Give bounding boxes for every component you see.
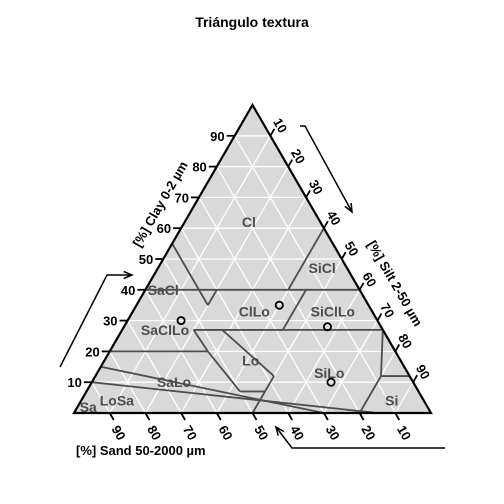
silt-tick-label: 30 [306,177,326,197]
chart-title: Triángulo textura [195,14,309,30]
silt-tick-label: 20 [288,146,308,166]
sand-tick-label: 40 [287,423,307,443]
silt-tick-mark [358,282,365,291]
clay-tick-label: 90 [210,129,224,144]
sand-tick-label: 30 [323,423,343,443]
class-boundary [287,227,325,291]
texture-class-label: Si [385,393,398,409]
clay-tick-label: 40 [121,283,135,298]
grid-line-sand [198,197,325,414]
sand-tick-label: 10 [394,423,414,443]
class-boundary [192,329,209,352]
silt-tick-mark [412,374,418,383]
sand-tick-mark [358,412,365,421]
texture-class-label: LoSa [100,393,134,409]
sample-point [176,316,186,326]
class-boundary [100,365,325,414]
sand-axis-title: [%] Sand 50-2000 µm [76,443,206,458]
texture-class-label: Cl [242,214,256,230]
clay-tick-label: 20 [85,344,99,359]
texture-class-label: Lo [242,353,259,369]
sand-tick-mark [108,412,115,421]
class-boundary [91,381,378,414]
silt-tick-label: 80 [395,331,415,351]
texture-class-label: SaClLo [141,322,189,338]
texture-class-label: Sa [80,399,97,415]
texture-class-label: SaLo [157,374,191,390]
sand-tick-label: 80 [144,423,164,443]
sand-tick-mark [394,412,401,421]
clay-tick-label: 10 [67,375,81,390]
silt-tick-mark [287,159,293,168]
sample-point [274,300,284,310]
sand-tick-label: 50 [251,423,271,443]
texture-class-label: SiCl [308,260,335,276]
clay-tick-label: 60 [157,221,171,236]
silt-tick-label: 70 [377,300,397,320]
clay-tick-label: 80 [192,160,206,175]
sample-point [326,377,336,387]
silt-tick-label: 90 [413,362,433,382]
sand-tick-mark [287,412,293,421]
grid-line-silt [180,197,307,414]
silt-tick-mark [376,313,383,322]
sand-tick-label: 60 [216,423,236,443]
silt-tick-mark [269,128,276,137]
grid-line-sand [126,320,182,414]
class-boundary [171,243,209,306]
class-boundary [207,350,241,393]
clay-tick-label: 70 [174,190,188,205]
texture-class-label: ClLo [239,303,270,319]
grid-line-silt [287,289,361,414]
grid-line-sand [109,351,146,414]
clay-direction-arrow [59,274,132,368]
class-boundary [221,329,275,377]
sand-tick-mark [144,412,151,421]
class-boundary [207,289,218,306]
clay-direction-arrow-head [123,270,134,280]
texture-class-label: SiClLo [311,303,355,319]
silt-direction-arrow [300,125,353,213]
sand-tick-label: 70 [180,423,200,443]
class-boundary [358,375,382,414]
silt-tick-mark [340,251,347,260]
class-boundary [282,289,307,331]
clay-tick-label: 30 [103,314,117,329]
silt-direction-arrow-head [344,202,353,214]
sand-direction-arrow [275,426,445,449]
texture-class-label: SiLo [314,365,344,381]
grid-line-silt [323,320,379,414]
texture-class-label: SaCl [148,282,179,298]
silt-tick-label: 60 [359,270,379,290]
sand-tick-label: 90 [108,423,128,443]
sand-direction-arrow-head [274,425,285,436]
sand-tick-mark [251,412,258,421]
silt-tick-label: 10 [270,116,290,136]
grid-line-sand [91,381,111,414]
sand-tick-label: 20 [358,423,378,443]
clay-tick-label: 50 [139,252,153,267]
silt-tick-label: 50 [342,239,362,259]
silt-tick-mark [394,343,401,352]
sand-tick-mark [180,412,186,421]
class-boundary [251,375,275,414]
class-boundary [380,329,384,377]
silt-tick-mark [323,220,329,229]
sand-tick-mark [323,412,329,421]
sand-tick-mark [216,412,222,421]
silt-tick-mark [305,189,311,198]
silt-tick-label: 40 [324,208,344,228]
sample-point [322,322,332,332]
grid-line-sand [234,135,396,414]
grid-line-silt [394,381,414,414]
